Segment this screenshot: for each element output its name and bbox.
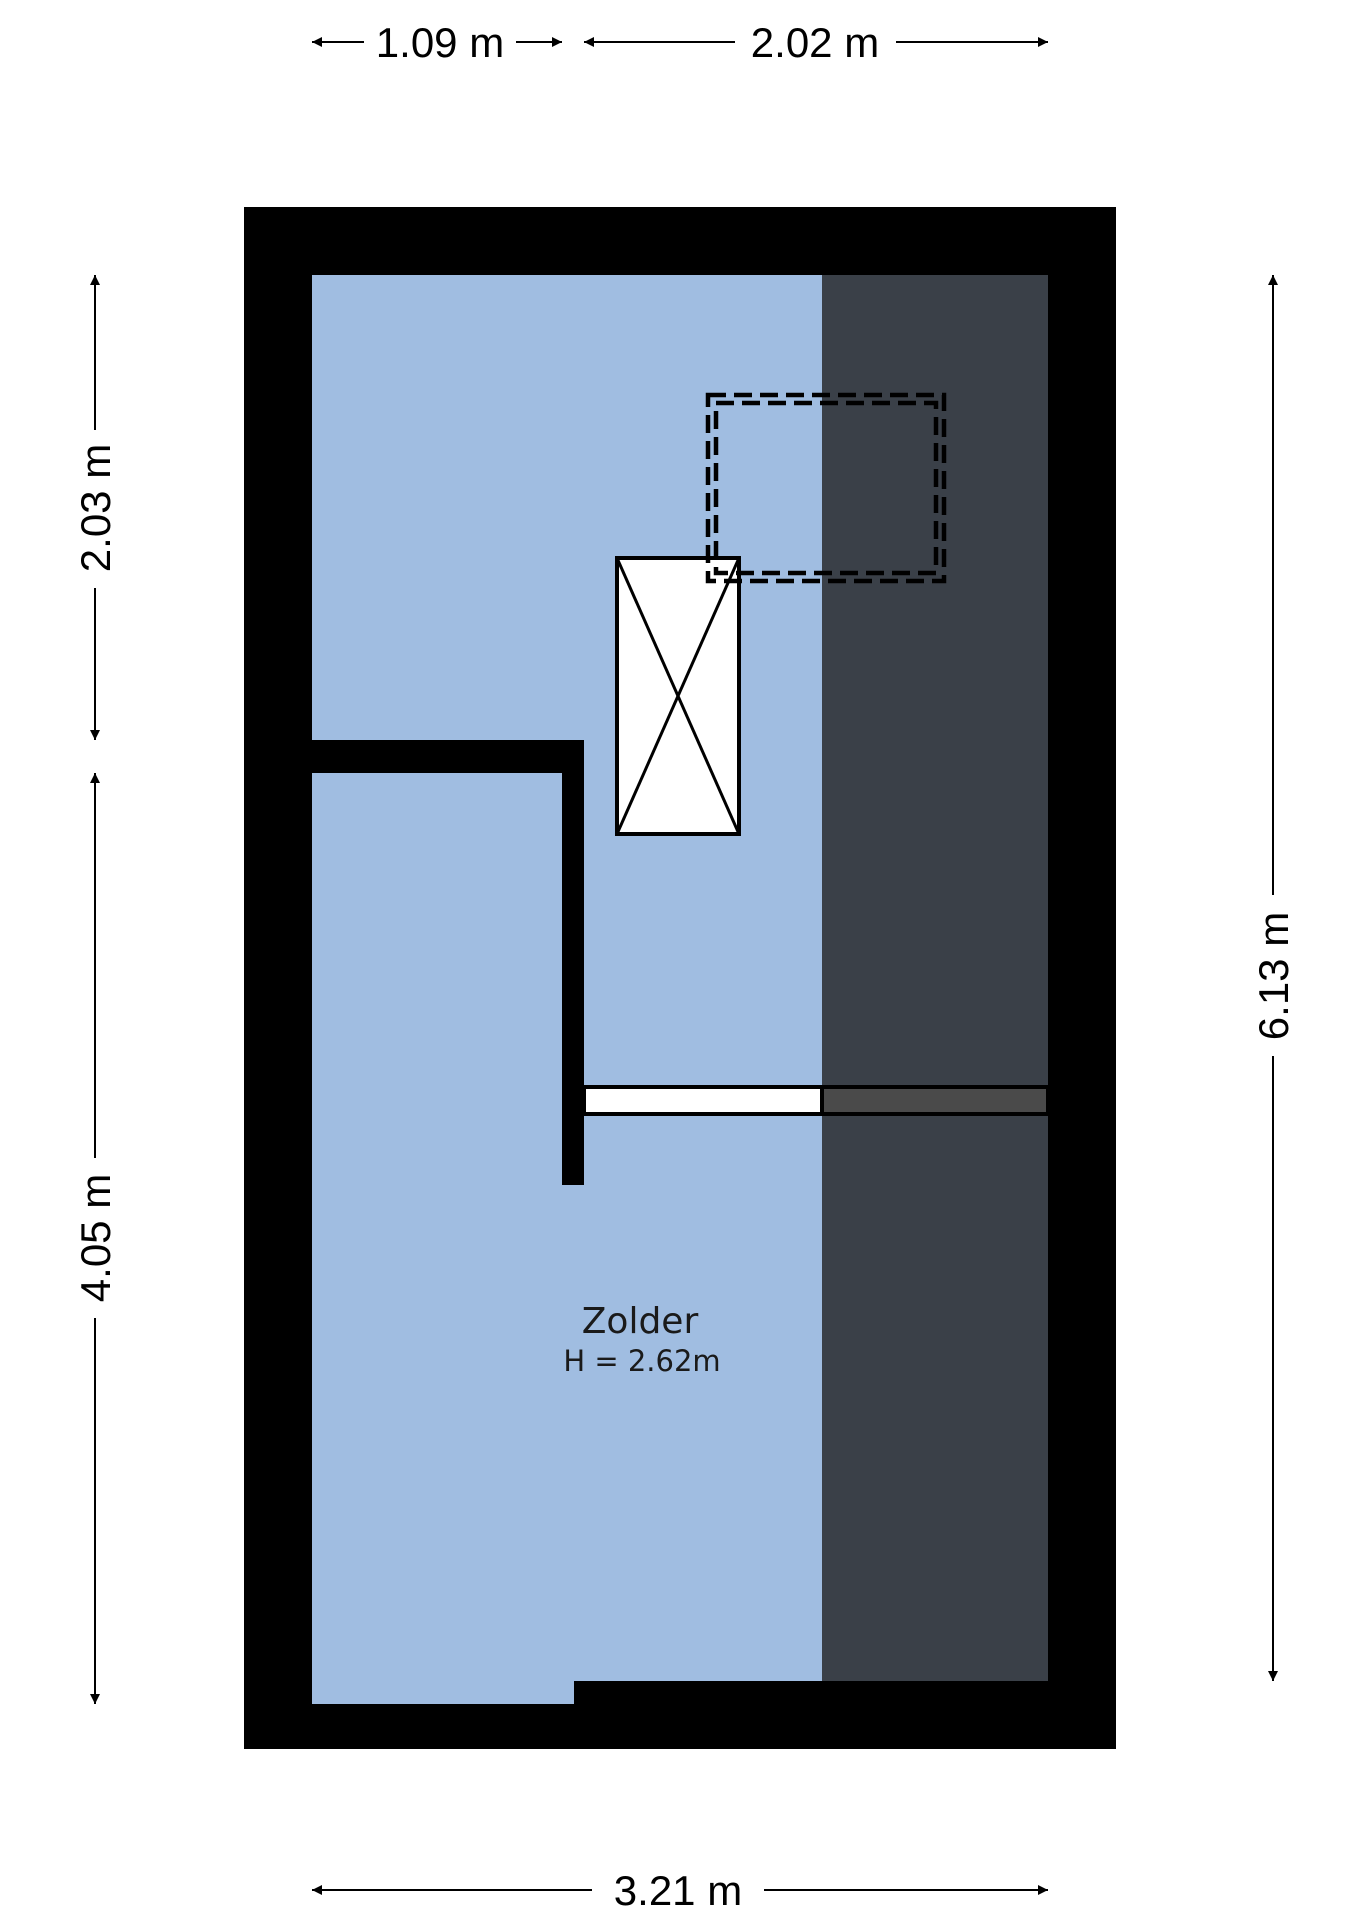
dimension-bottom-label: 3.21 m <box>614 1867 742 1914</box>
dimension-left-bottom: 4.05 m <box>72 773 119 1704</box>
partition-light <box>582 1085 824 1116</box>
dimension-right-label: 6.13 m <box>1250 912 1297 1040</box>
dimension-bottom: 3.21 m <box>312 1867 1048 1914</box>
dimension-top-left: 1.09 m <box>312 19 562 66</box>
room-name: Zolder <box>582 1301 699 1342</box>
dimension-top-right: 2.02 m <box>584 19 1048 66</box>
interior-wall-horizontal <box>312 740 584 773</box>
dimension-left-top: 2.03 m <box>72 275 119 740</box>
room-height: H = 2.62m <box>563 1344 720 1378</box>
dimension-right: 6.13 m <box>1250 275 1297 1681</box>
partition-dark <box>820 1085 1050 1116</box>
dimension-top-left-label: 1.09 m <box>376 19 504 66</box>
interior-wall-vertical <box>562 740 584 1185</box>
stair-opening <box>615 556 741 836</box>
dimension-left-top-label: 2.03 m <box>72 444 119 572</box>
dimension-top-right-label: 2.02 m <box>751 19 879 66</box>
skylight-outline <box>705 392 947 584</box>
dimension-left-bottom-label: 4.05 m <box>72 1174 119 1302</box>
